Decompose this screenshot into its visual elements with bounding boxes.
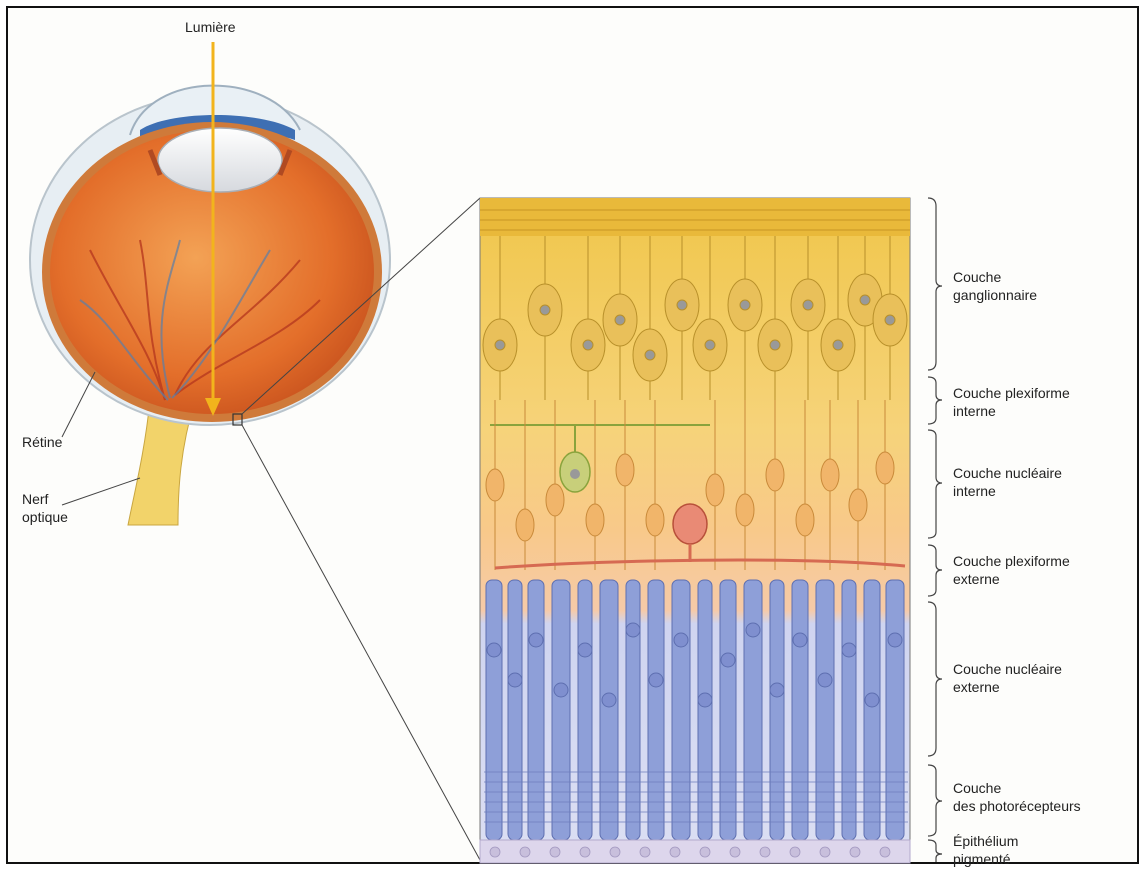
layer-label-photoreceptors: Couche des photorécepteurs bbox=[953, 779, 1081, 815]
retina-cross-section bbox=[480, 198, 910, 863]
layer-braces bbox=[928, 198, 942, 862]
eyeball bbox=[30, 86, 390, 525]
optic-nerve-leader bbox=[62, 478, 140, 505]
optic-nerve-label: Nerf optique bbox=[22, 490, 68, 526]
retina-leader bbox=[62, 372, 95, 437]
layer-label-outer-plexiform: Couche plexiforme externe bbox=[953, 552, 1070, 588]
pigment-epithelium bbox=[480, 840, 910, 863]
layer-label-pigment-epithelium: Épithélium pigmenté bbox=[953, 832, 1018, 868]
retina-label: Rétine bbox=[22, 433, 62, 451]
light-label: Lumière bbox=[185, 18, 236, 36]
layer-label-inner-plexiform: Couche plexiforme interne bbox=[953, 384, 1070, 420]
layer-label-outer-nuclear: Couche nucléaire externe bbox=[953, 660, 1062, 696]
layer-label-ganglion: Couche ganglionnaire bbox=[953, 268, 1037, 304]
layer-label-inner-nuclear: Couche nucléaire interne bbox=[953, 464, 1062, 500]
lens bbox=[158, 128, 282, 192]
